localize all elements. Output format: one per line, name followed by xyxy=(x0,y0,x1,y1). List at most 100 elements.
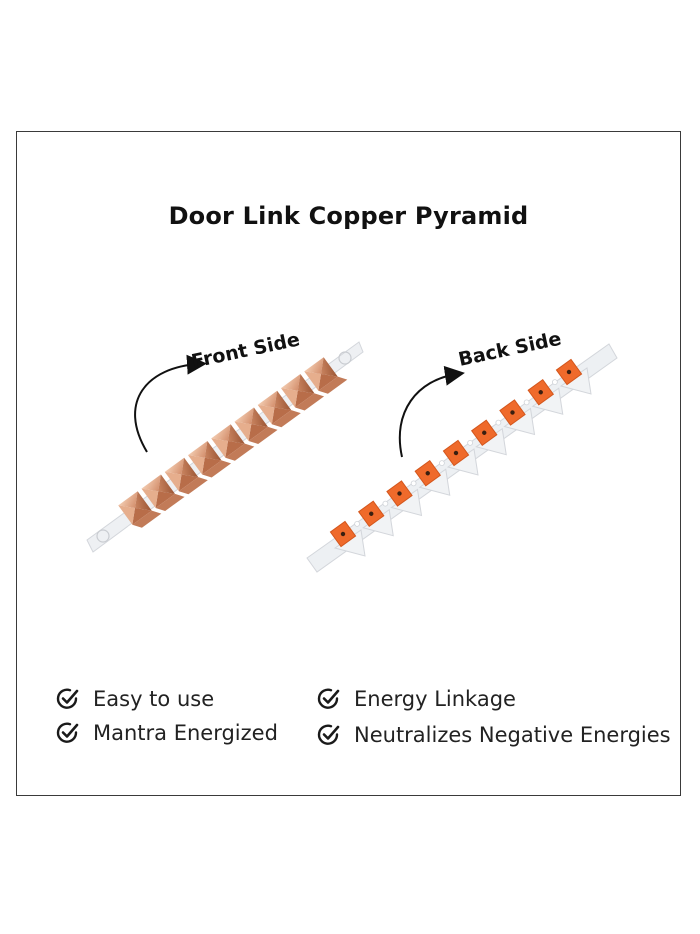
feature-text: Neutralizes Negative Energies xyxy=(354,723,671,747)
pad-dot xyxy=(510,410,515,415)
copper-pyramid xyxy=(187,440,232,478)
feature-item: Neutralizes Negative Energies xyxy=(316,722,671,748)
pyramid-face xyxy=(118,505,135,525)
copper-pad xyxy=(386,480,413,507)
front-side-label: Front Side xyxy=(189,328,301,372)
pyramid-face xyxy=(295,390,315,408)
pyramid-base xyxy=(295,393,325,411)
pyramid-face xyxy=(158,474,176,494)
pad-dot xyxy=(340,531,346,537)
strip-hole xyxy=(410,480,417,487)
back-side-label: Back Side xyxy=(456,328,563,371)
pyramid-base xyxy=(178,477,208,495)
pyramid-face xyxy=(164,457,185,475)
feature-text: Energy Linkage xyxy=(354,687,516,711)
copper-pad xyxy=(499,399,526,426)
feature-text: Mantra Energized xyxy=(93,721,278,745)
pyramid-face xyxy=(141,488,159,509)
pyramid-face xyxy=(187,440,208,458)
feature-list: Easy to use Mantra Energized Energy Link… xyxy=(17,682,682,762)
pad-dot xyxy=(566,369,572,375)
back-copper-pads xyxy=(329,358,583,548)
product-card: Door Link Copper Pyramid Front Side xyxy=(16,131,681,796)
strip-hole xyxy=(551,379,558,386)
pad-dot xyxy=(397,491,402,496)
pyramid-face xyxy=(135,491,152,511)
front-arrow-icon xyxy=(134,354,207,453)
pyramid-base xyxy=(225,443,255,461)
copper-pad xyxy=(329,520,357,548)
check-circle-icon xyxy=(56,688,79,709)
pyramid-face xyxy=(297,373,315,394)
pyramid-face xyxy=(141,474,161,492)
pyramid-base xyxy=(248,426,278,444)
strip-hole xyxy=(382,500,389,507)
pyramid-base xyxy=(132,510,162,528)
pad-dot xyxy=(453,450,459,456)
copper-pad xyxy=(414,459,442,487)
pyramid-face xyxy=(271,407,292,425)
pyramid-face xyxy=(164,471,182,492)
copper-pyramid xyxy=(141,474,185,511)
product-illustration: Front Side Back Side xyxy=(86,328,618,573)
pyramid-face xyxy=(321,357,338,377)
strip-hole xyxy=(438,460,445,467)
pyramid-face xyxy=(225,441,245,458)
pyramid-face xyxy=(181,457,199,478)
pyramid-face xyxy=(211,438,228,458)
back-strip: Back Side xyxy=(306,328,618,573)
pyramid-face xyxy=(248,424,269,442)
pyramid-face xyxy=(280,388,298,408)
check-circle-icon xyxy=(56,722,79,743)
back-strip-teeth xyxy=(333,367,592,557)
front-screw-hole-right xyxy=(338,351,352,365)
strip-hole xyxy=(354,520,361,527)
back-arrow-icon xyxy=(398,365,465,458)
copper-pyramid xyxy=(304,357,348,394)
pyramid-face xyxy=(304,357,324,374)
strip-hole xyxy=(467,439,474,446)
feature-item: Easy to use xyxy=(55,686,214,712)
pyramid-face xyxy=(155,491,176,509)
front-pyramids xyxy=(118,357,348,528)
pyramid-face xyxy=(251,407,269,427)
pyramid-face xyxy=(118,491,138,508)
copper-pad xyxy=(357,500,385,528)
pyramid-face xyxy=(187,455,205,475)
pyramid-face xyxy=(132,508,152,525)
pyramid-base xyxy=(271,410,301,428)
pyramid-face xyxy=(318,374,338,391)
pyramid-face xyxy=(178,474,199,492)
pyramid-face xyxy=(257,390,278,408)
pad-dot xyxy=(369,511,374,516)
check-circle-icon xyxy=(317,724,340,745)
pad-dot xyxy=(538,390,543,395)
feature-item: Mantra Energized xyxy=(55,720,278,746)
pyramid-base xyxy=(155,493,185,511)
pad-dot xyxy=(482,430,487,435)
pyramid-face xyxy=(202,457,222,475)
pyramid-face xyxy=(274,390,292,411)
pyramid-face xyxy=(211,424,231,441)
pyramid-face xyxy=(204,440,222,461)
copper-pad xyxy=(442,439,470,467)
pyramid-face xyxy=(304,371,321,391)
pyramid-face xyxy=(234,407,254,425)
pyramid-face xyxy=(234,421,252,442)
copper-pyramid xyxy=(164,457,208,495)
pyramid-face xyxy=(280,373,301,391)
front-strip: Front Side xyxy=(86,328,364,553)
check-circle-icon xyxy=(317,688,340,709)
strip-hole xyxy=(523,399,530,406)
copper-pyramid xyxy=(118,491,162,528)
pyramid-face xyxy=(228,424,245,444)
pyramid-face xyxy=(257,404,275,425)
copper-pad xyxy=(555,358,583,386)
copper-pad xyxy=(527,378,555,406)
pyramid-base xyxy=(202,460,232,478)
copper-pyramid xyxy=(234,407,278,444)
copper-pyramid xyxy=(280,373,325,411)
pad-dot xyxy=(425,471,430,476)
copper-pyramid xyxy=(257,390,301,428)
copper-pad xyxy=(470,419,498,447)
